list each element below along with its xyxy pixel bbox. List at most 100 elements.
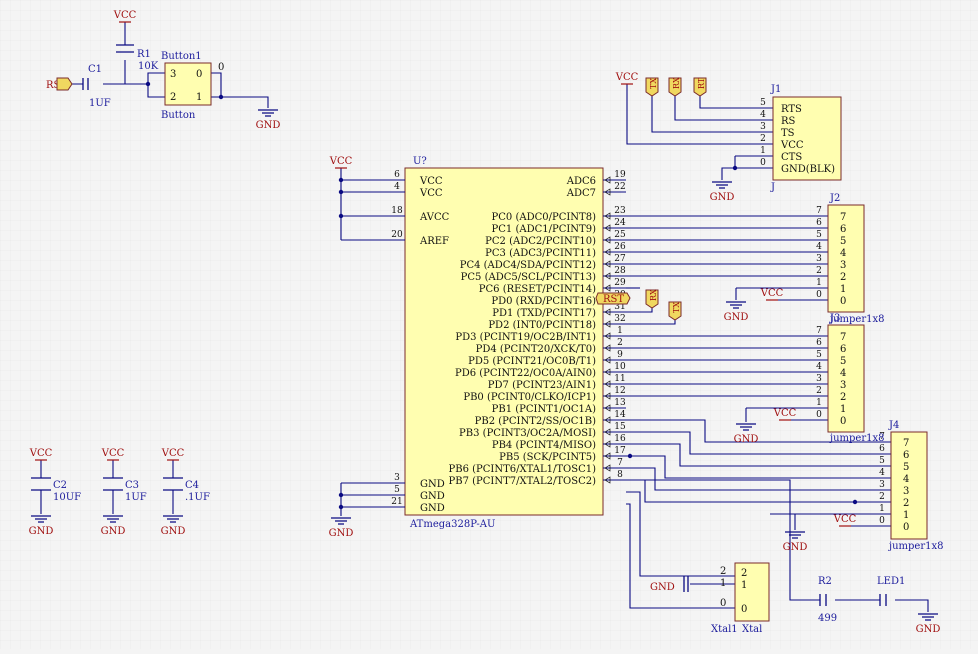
wire-j3-gnd (745, 407, 828, 422)
mcu-right-pin-label: PC3 (ADC3/PCINT11) (485, 248, 596, 259)
mcu-name: ATmega328P-AU (409, 519, 495, 530)
mcu-left-pin-label: AVCC (419, 212, 450, 223)
wire-pb1-j4 (626, 431, 891, 455)
ground-icon (726, 301, 746, 309)
j3-pin-number: 0 (816, 410, 822, 420)
xtal-body[interactable] (734, 562, 770, 622)
j3-pin-number: 4 (816, 362, 822, 372)
c4-ref: C4 (185, 480, 199, 491)
j2-pin-number: 5 (816, 230, 822, 240)
mcu-right-pin-number: 31 (614, 302, 625, 312)
j4-pin-number: 7 (879, 432, 885, 442)
mcu-right-pin-number: 11 (614, 374, 625, 384)
port-labels: RST RST TX RX RT RX TX (46, 77, 707, 321)
mcu-right-pin-label: PD5 (PCINT21/OC0B/T1) (468, 356, 596, 367)
j3-pin-label: 2 (840, 392, 846, 403)
tx-port-pd1: TX (672, 302, 681, 313)
mcu-left-pin-label: GND (420, 479, 445, 490)
r2-ref: R2 (818, 576, 832, 587)
vcc-label: VCC (101, 448, 125, 459)
led-ref: LED1 (877, 576, 905, 587)
wire-pd-j3 (626, 335, 828, 397)
mcu-right-pin-number: 9 (617, 350, 623, 360)
button-name: Button (161, 110, 196, 121)
j2-ref: J2 (829, 193, 840, 204)
mcu-left-pin-label: VCC (419, 188, 443, 199)
mcu-right-pin-label: ADC7 (566, 188, 596, 199)
j2-pin-label: 0 (840, 296, 846, 307)
mcu-right-pin-label: PC6 (RESET/PCINT14) (479, 284, 596, 295)
j4-ref: J4 (888, 420, 899, 431)
c3-symbol (103, 477, 123, 491)
mcu-right-pin-number: 26 (614, 242, 626, 252)
mcu-pin-arrow (604, 452, 611, 460)
xtal-pin-num-2: 2 (720, 566, 726, 577)
tx-port-pd1-flag (668, 301, 682, 321)
j1-pin-number: 3 (760, 122, 766, 132)
button-body[interactable] (164, 62, 212, 106)
j4-pin-label: 0 (903, 522, 909, 533)
j1-body[interactable] (772, 96, 842, 181)
wire-pb0-j4 (626, 419, 891, 443)
ground-icon (163, 515, 183, 523)
j1-pin-label: VCC (780, 140, 804, 151)
rx-port-top: RX (672, 77, 681, 89)
j4-pin-label: 7 (903, 438, 909, 449)
button-pin-3: 3 (170, 69, 176, 80)
button-net-0: 0 (218, 62, 224, 73)
j3-pin-number: 7 (816, 326, 822, 336)
gnd-label: GND (734, 434, 759, 445)
mcu-left-pin-number: 21 (391, 497, 402, 507)
j2-body[interactable] (827, 204, 865, 313)
j4-name: jumper1x8 (888, 541, 944, 552)
vcc-label: VCC (615, 72, 639, 83)
gnd-label: GND (710, 192, 735, 203)
j4-pin-number: 2 (879, 492, 885, 502)
r1-symbol (116, 44, 134, 53)
c4-value: .1UF (185, 492, 210, 503)
j2-name: jumper1x8 (829, 314, 885, 325)
mcu-right-pin-number: 1 (617, 326, 623, 336)
r1-ref: R1 (137, 49, 151, 60)
mcu-right-pin-label: PB7 (PCINT7/XTAL2/TOSC2) (449, 476, 597, 487)
ground-icon (31, 515, 51, 523)
j3-pin-label: 1 (840, 404, 846, 415)
j3-name: jumper1x8 (829, 433, 885, 444)
mcu-right-pin-label: PD2 (INT0/PCINT18) (488, 320, 596, 331)
mcu-pin-arrow (604, 404, 611, 412)
j3-body[interactable] (827, 324, 865, 433)
mcu-right-pin-number: 14 (614, 410, 626, 420)
j3-pin-number: 3 (816, 374, 822, 384)
j1-pin-label: RTS (781, 104, 802, 115)
mcu-right-pin-label: PD1 (TXD/PCINT17) (492, 308, 596, 319)
ground-icon (258, 109, 278, 117)
mcu-pin-arrow (604, 224, 611, 232)
mcu-right-pin-label: PB4 (PCINT4/MISO) (492, 440, 596, 451)
j1-pin-label: GND(BLK) (781, 164, 835, 175)
mcu-pin-arrow (604, 320, 611, 328)
mcu-right-pin-number: 15 (614, 422, 626, 432)
header-pin-labels: 5RTS4RS3TS2VCC1CTS0GND(BLK)7766554433221… (760, 98, 909, 533)
button-ref: Button1 (161, 51, 202, 62)
r2-symbol (819, 594, 827, 606)
mcu-left-pin-number: 4 (394, 182, 400, 192)
j4-body[interactable] (890, 431, 928, 540)
mcu-body[interactable] (404, 167, 604, 516)
rt-port-top: RT (697, 77, 706, 89)
j4-pin-number: 6 (879, 444, 885, 454)
j2-pin-label: 1 (840, 284, 846, 295)
mcu-pin-arrow (604, 344, 611, 352)
mcu-right-pin-label: PC5 (ADC5/SCL/PCINT13) (461, 272, 596, 283)
mcu-pin-arrow (604, 176, 611, 184)
mcu-right-pin-label: PB1 (PCINT1/OC1A) (492, 404, 596, 415)
j2-pin-number: 6 (816, 218, 822, 228)
mcu-right-pin-label: PB6 (PCINT6/XTAL1/TOSC1) (449, 464, 597, 475)
j4-pin-label: 3 (903, 486, 909, 497)
mcu-right-pin-label: PB5 (SCK/PCINT5) (499, 452, 596, 463)
mcu-right-pin-label: PD6 (PCINT22/OC0A/AIN0) (455, 368, 596, 379)
xtal-name: Xtal (742, 624, 762, 635)
c1-value: 1UF (89, 98, 111, 109)
button-pin-1: 1 (196, 92, 202, 103)
